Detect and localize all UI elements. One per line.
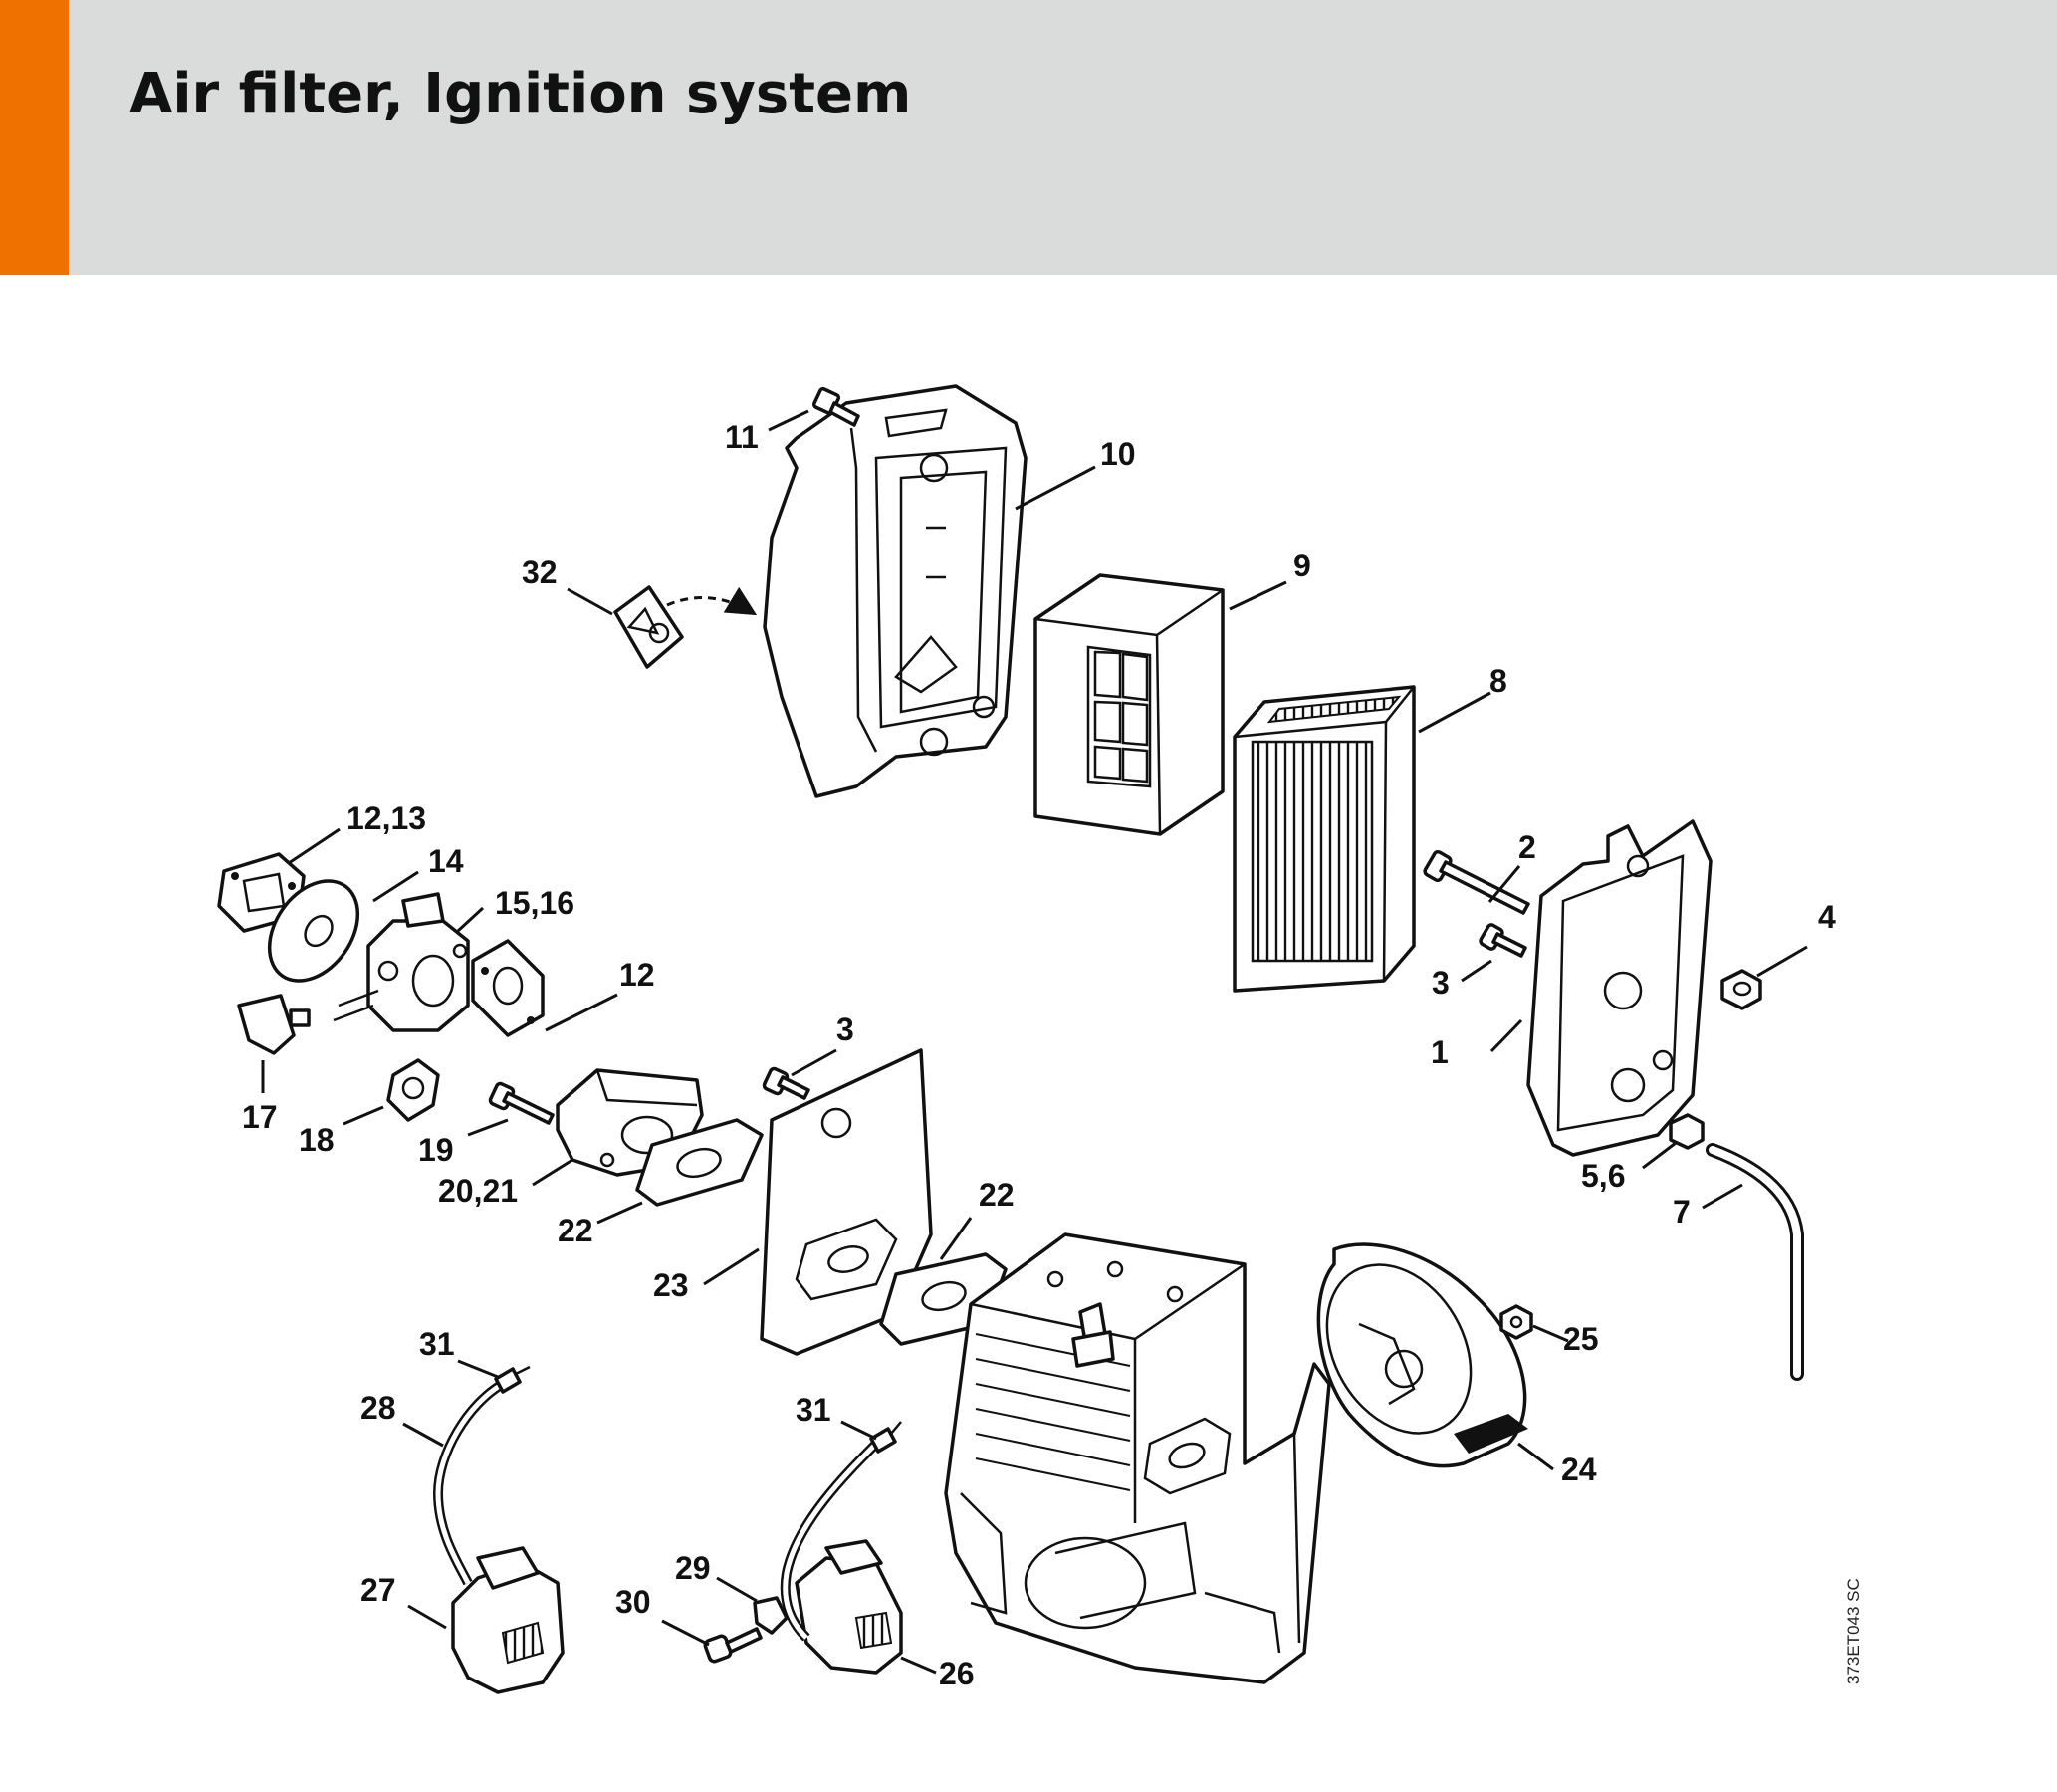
cylinder-fins — [975, 1333, 1131, 1491]
callout-10: 10 — [1100, 436, 1136, 472]
callout-30: 30 — [615, 1584, 651, 1620]
callout-labels: 1 2 3 3 4 5,6 7 8 9 10 11 12,13 14 15,16… — [242, 419, 1836, 1691]
callout-15-16: 15,16 — [495, 885, 574, 921]
part-9-prefilter-frame — [1033, 573, 1225, 836]
callout-9: 9 — [1293, 548, 1311, 583]
callout-19: 19 — [418, 1132, 454, 1168]
part-11-screw — [811, 386, 860, 427]
callout-7: 7 — [1673, 1194, 1691, 1230]
page-title: Air filter, Ignition system — [129, 62, 912, 126]
drawing-code: 373ET043 SC — [1844, 1578, 1863, 1684]
callout-31-left: 31 — [419, 1326, 455, 1362]
callout-11: 11 — [725, 419, 759, 455]
accent-bar — [0, 0, 69, 275]
part-15-16-carburetor — [333, 892, 470, 1032]
part-23-heat-shield — [760, 1048, 933, 1356]
callout-32: 32 — [522, 555, 558, 590]
callout-1: 1 — [1431, 1034, 1449, 1070]
header-band: Air filter, Ignition system — [0, 0, 2057, 275]
callout-3-center: 3 — [836, 1011, 854, 1047]
part-22-gasket-left — [635, 1118, 764, 1207]
leader-lines — [261, 409, 1808, 1675]
part-26-ignition-module — [795, 1539, 903, 1675]
callout-24: 24 — [1561, 1452, 1597, 1487]
part-5-6-nut — [1669, 1113, 1705, 1150]
callout-28: 28 — [360, 1390, 396, 1426]
callout-22-right: 22 — [979, 1177, 1015, 1213]
engine-cylinder-crankcase — [944, 1232, 1331, 1684]
part-17-knob — [237, 994, 311, 1055]
part-2-long-bolt — [1423, 849, 1530, 915]
part-19-screw — [488, 1081, 555, 1125]
part-7-hose — [1706, 1143, 1804, 1381]
callout-23: 23 — [653, 1267, 689, 1303]
callout-17: 17 — [242, 1099, 278, 1135]
callout-20-21: 20,21 — [438, 1173, 518, 1209]
callout-4: 4 — [1818, 899, 1836, 935]
callout-22-left: 22 — [558, 1213, 593, 1248]
part-14-disc — [267, 879, 360, 983]
callout-31-center: 31 — [796, 1392, 831, 1428]
callout-12: 12 — [619, 957, 655, 993]
callout-2: 2 — [1518, 829, 1536, 865]
callout-5-6: 5,6 — [1581, 1158, 1625, 1194]
callout-12-13: 12,13 — [346, 800, 426, 836]
part-3-screw-right — [1479, 923, 1527, 958]
part-1-cover-plate — [1526, 819, 1713, 1157]
callout-14: 14 — [428, 843, 464, 879]
part-28-ignition-lead-left — [432, 1379, 506, 1586]
part-24-flywheel — [1316, 1242, 1528, 1468]
part-31-lead-center — [780, 1421, 902, 1642]
callout-18: 18 — [299, 1122, 335, 1158]
part-4-nut — [1720, 969, 1762, 1010]
callout-27: 27 — [360, 1572, 396, 1608]
callout-26: 26 — [939, 1656, 975, 1691]
part-32-warning-label — [613, 585, 758, 669]
part-12-gasket — [471, 939, 545, 1037]
part-10-filter-housing — [763, 384, 1028, 798]
part-30-screw — [703, 1627, 763, 1664]
part-27-ignition-module — [451, 1546, 565, 1694]
part-25-nut — [1499, 1304, 1533, 1340]
callout-8: 8 — [1489, 663, 1507, 699]
part-8-main-filter — [1233, 685, 1416, 993]
callout-29: 29 — [675, 1550, 711, 1586]
part-18-gasket — [386, 1058, 440, 1122]
part-29-clip — [753, 1596, 789, 1635]
part-31-boot-left — [494, 1365, 531, 1394]
callout-3-right: 3 — [1432, 965, 1450, 1001]
part-3-screw-center — [762, 1066, 810, 1100]
callout-25: 25 — [1563, 1321, 1599, 1357]
